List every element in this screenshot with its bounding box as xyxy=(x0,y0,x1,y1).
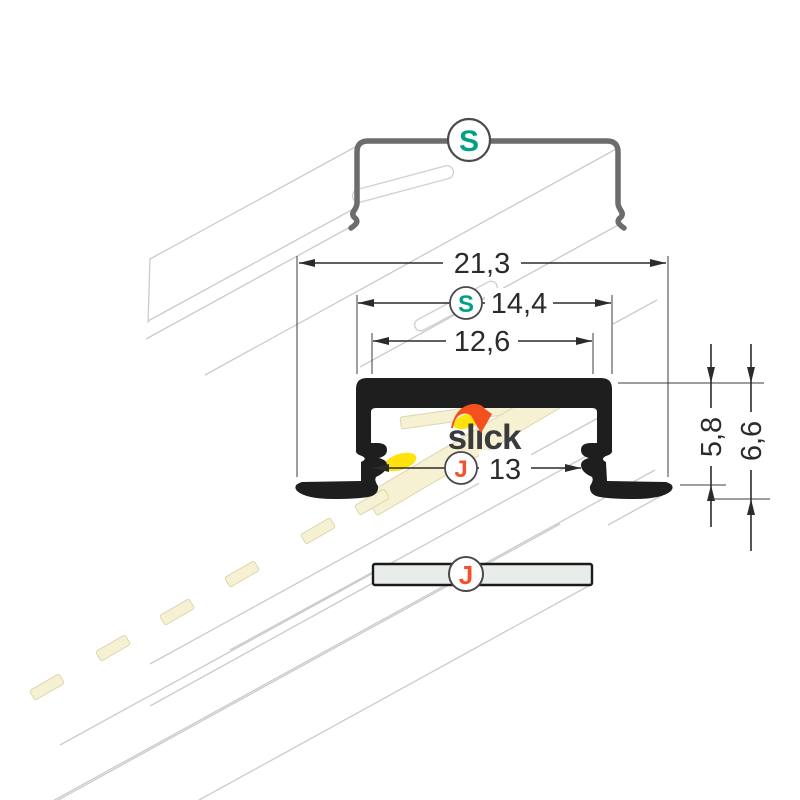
label-background xyxy=(443,247,521,278)
extrusion-edge-line xyxy=(204,147,619,376)
dimension-label: 6,6 xyxy=(736,421,768,461)
arrowhead-left xyxy=(358,299,374,307)
arrowhead-right xyxy=(576,337,592,345)
arrowhead-right xyxy=(595,299,611,307)
dimension-outer-top-width: S 14,4 xyxy=(356,286,613,374)
extrusion-edge-line xyxy=(612,299,658,325)
profile-marker-badge-top: S xyxy=(446,117,492,163)
dimension-overall-width: 21,3 xyxy=(296,247,669,477)
dimension-label: 21,3 xyxy=(454,248,510,280)
extrusion-edge-line xyxy=(229,571,374,651)
label-background xyxy=(479,450,531,485)
dimension-inner-width: 12,6 xyxy=(371,325,594,374)
marker-letter: J xyxy=(454,456,467,483)
solder-pad xyxy=(224,560,260,588)
isometric-extrusion-lines xyxy=(53,145,669,800)
dimension-inner-depth: 5,8 xyxy=(618,344,764,527)
marker-circle xyxy=(446,117,492,163)
arrowhead-bottom xyxy=(707,485,715,501)
label-background xyxy=(446,325,518,357)
extrusion-edge-line xyxy=(59,441,613,746)
dimension-label: 14,4 xyxy=(491,288,547,320)
solder-pad xyxy=(354,488,390,516)
arrowhead-top xyxy=(747,367,755,383)
extrusion-edge-line xyxy=(149,582,374,707)
arrowhead-left xyxy=(299,259,315,267)
dimension-label: 12,6 xyxy=(454,326,510,358)
marker-letter: J xyxy=(459,560,473,590)
arrowhead-bottom xyxy=(747,499,755,515)
arrowhead-right xyxy=(565,464,581,472)
profile-cross-section xyxy=(295,378,673,499)
label-background xyxy=(694,408,728,466)
marker-letter: S xyxy=(458,291,474,318)
curled-edge-outline xyxy=(351,165,455,203)
extrusion-end-cut-line xyxy=(147,257,151,324)
marker-circle xyxy=(449,286,483,320)
marker-circle xyxy=(444,451,478,485)
arrowhead-right xyxy=(650,259,666,267)
extrusion-edge-line xyxy=(53,469,656,800)
solder-pad xyxy=(29,673,65,701)
arrowhead-left xyxy=(373,337,389,345)
label-background xyxy=(485,288,553,319)
marker-letter: S xyxy=(459,125,479,158)
slick-logo-arrow-icon xyxy=(451,403,492,433)
dimension-overall-depth: 6,6 xyxy=(712,344,770,551)
solder-pad xyxy=(300,517,336,545)
extrusion-edge-line xyxy=(607,491,669,526)
profile-end-view-outline xyxy=(348,138,627,231)
solder-pad xyxy=(95,634,131,662)
marker-circle xyxy=(448,556,484,592)
dimension-cover-width: J 13 xyxy=(373,450,581,486)
arrowhead-top xyxy=(707,367,715,383)
extrusion-edge-line xyxy=(147,206,358,322)
led-chip xyxy=(383,452,417,472)
dimension-label: 5,8 xyxy=(696,417,728,457)
label-background xyxy=(734,412,768,470)
dimension-label: 13 xyxy=(489,454,521,486)
solder-pad xyxy=(159,598,195,626)
cover-strip: J xyxy=(371,556,594,592)
extrusion-edge-line xyxy=(145,225,353,340)
extrusion-edge-line xyxy=(197,583,593,800)
arrowhead-left xyxy=(373,464,389,472)
solder-pads xyxy=(29,488,390,701)
extrusion-edge-line xyxy=(149,145,358,260)
